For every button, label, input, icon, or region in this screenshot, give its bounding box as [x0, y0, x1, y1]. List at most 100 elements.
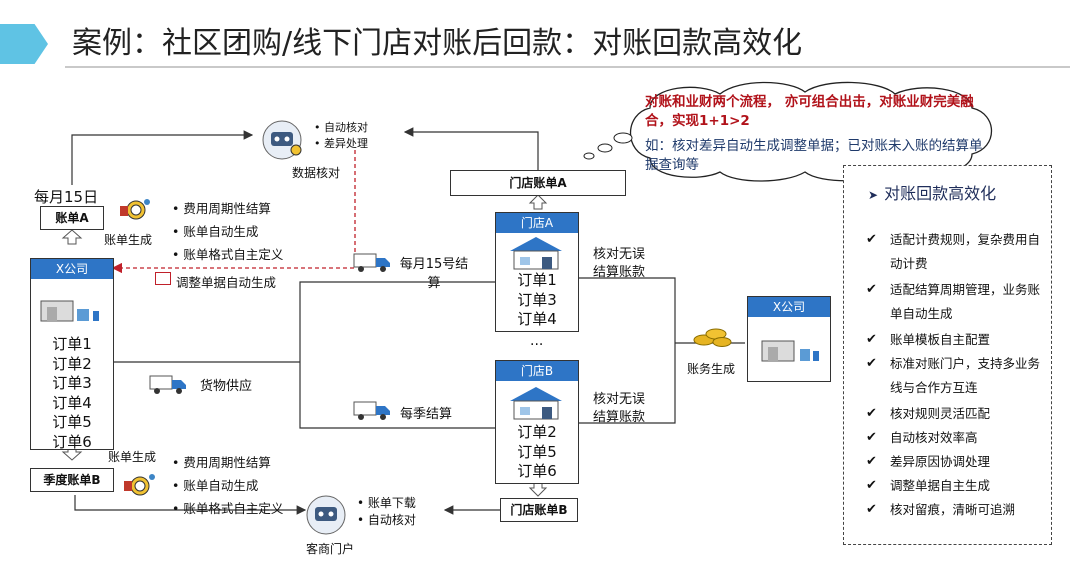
order-item: 订单2: [52, 354, 92, 373]
order-item: 订单5: [52, 413, 92, 431]
panel-item: ✔ 调整单据自主生成: [866, 474, 1046, 498]
quarter-bill-box: 季度账单B: [30, 468, 114, 492]
bill-a-box: 账单A: [40, 206, 104, 230]
store-b-orders: 订单2 订单5 订单6: [496, 423, 578, 482]
order-item: 订单3: [52, 374, 92, 392]
truck-icon: [352, 398, 392, 422]
store-b-box: 门店B 订单2 订单5 订单6: [495, 360, 579, 484]
panel-item-text: 自动核对效率高: [890, 430, 978, 445]
bulb-icon: [116, 196, 152, 226]
chevron-right-icon: ➤: [868, 188, 879, 202]
portal-list: 账单下载 自动核对: [357, 495, 416, 529]
store-icon: [496, 381, 578, 423]
check-icon: ✔: [866, 356, 877, 371]
panel-item: ✔ 自动核对效率高: [866, 426, 1046, 450]
data-check-list: 自动核对 差异处理: [314, 120, 368, 152]
store-icon: [496, 233, 578, 271]
panel-item-text: 核对规则灵活匹配: [890, 406, 991, 421]
panel-item: ✔ 核对规则灵活匹配: [866, 402, 1046, 426]
truck-icon: [352, 250, 392, 274]
company-x-right-header: X公司: [748, 297, 830, 317]
bill-gen-bottom-item: 费用周期性结算: [172, 451, 283, 474]
bill-gen-bottom-list: 费用周期性结算 账单自动生成 账单格式自主定义: [172, 451, 283, 520]
adjust-doc-label: 调整单据自动生成: [176, 275, 277, 290]
finance-gen-label: 账务生成: [687, 362, 736, 376]
panel-item-text: 适配计费规则，复杂费用自动计费: [890, 232, 1041, 271]
panel-item-text: 差异原因协调处理: [890, 454, 991, 469]
bill-gen-top-item: 费用周期性结算: [172, 197, 283, 220]
bill-gen-top-item: 账单格式自主定义: [172, 243, 283, 266]
panel-item: ✔适配结算周期管理，业务账单自动生成: [866, 278, 1046, 326]
warehouse-icon: [748, 317, 830, 381]
store-bill-a-box: 门店账单A: [450, 170, 626, 196]
check-icon: ✔: [866, 430, 877, 445]
order-item: 订单1: [517, 271, 557, 289]
bill-gen-top-label: 账单生成: [104, 233, 153, 247]
quarter-settle-label: 每季结算: [400, 407, 453, 422]
data-check-item: 差异处理: [314, 136, 368, 152]
order-item: 订单2: [517, 423, 557, 441]
panel-item-text: 适配结算周期管理，业务账单自动生成: [890, 282, 1041, 321]
check-icon: ✔: [866, 232, 877, 247]
order-item: 订单5: [517, 442, 557, 461]
panel-title: ➤ 对账回款高效化: [868, 180, 996, 204]
bill-gen-bottom-label: 账单生成: [108, 450, 157, 464]
check-icon: ✔: [866, 502, 877, 517]
company-x-header: X公司: [31, 259, 113, 279]
cloud-text-highlight: 对账和业财两个流程， 亦可组合出击，对账业财完美融合，实现1+1>2: [645, 94, 974, 129]
bill-gen-top-list: 费用周期性结算 账单自动生成 账单格式自主定义: [172, 197, 283, 266]
portal-item: 账单下载: [357, 495, 416, 512]
bill-gen-top-item: 账单自动生成: [172, 220, 283, 243]
order-item: 订单4: [517, 310, 557, 328]
check-ok-a-label: 核对无误结算账款: [593, 247, 646, 280]
cloud-tail: [583, 132, 633, 160]
check-icon: ✔: [866, 478, 877, 493]
panel-item-text: 账单模板自主配置: [890, 332, 991, 347]
doc-icon: [155, 272, 171, 285]
efficiency-panel: [843, 165, 1052, 545]
gear-robot-icon: [303, 493, 349, 537]
check-icon: ✔: [866, 454, 877, 469]
order-item: 订单3: [517, 290, 557, 309]
panel-item: ✔ 账单模板自主配置: [866, 328, 1046, 352]
company-x-right-box: X公司: [747, 296, 831, 382]
panel-list: ✔适配计费规则，复杂费用自动计费 ✔适配结算周期管理，业务账单自动生成 ✔账单模…: [866, 228, 1046, 522]
gear-robot-icon: [258, 118, 306, 162]
company-orders: 订单1 订单2 订单3 订单4 订单5 订单6: [31, 335, 113, 452]
portal-item: 自动核对: [357, 512, 416, 529]
monthly-settle-label: 每月15号结算: [399, 257, 469, 291]
portal-label: 客商门户: [306, 542, 355, 556]
company-x-box: X公司 订单1 订单2 订单3 订单4 订单5 订单6: [30, 258, 114, 452]
store-ellipsis: ...: [530, 333, 544, 349]
panel-item-text: 核对留痕，清晰可追溯: [890, 502, 1016, 517]
monthly-date-label: 每月15日: [34, 188, 99, 206]
store-b-header: 门店B: [496, 361, 578, 381]
cloud-callout: [629, 81, 993, 182]
cloud-text-example: 如：核对差异自动生成调整单据；已对账未入账的结算单据查询等: [645, 138, 983, 173]
coins-icon: [690, 318, 734, 348]
check-icon: ✔: [866, 406, 877, 421]
page-title: 案例：社区团购/线下门店对账后回款：对账回款高效化: [72, 26, 803, 61]
panel-item-text: 标准对账门户，支持多业务线与合作方互连: [890, 356, 1041, 395]
panel-item: ✔ 核对留痕，清晰可追溯: [866, 498, 1046, 522]
order-item: 订单1: [52, 335, 92, 353]
panel-item: ✔ 适配计费规则，复杂费用自动计费: [866, 228, 1046, 276]
panel-title-text: 对账回款高效化: [884, 184, 997, 203]
title-divider: [65, 66, 1070, 68]
truck-icon: [148, 372, 188, 396]
order-item: 订单6: [517, 462, 557, 480]
store-a-orders: 订单1 订单3 订单4: [496, 271, 578, 330]
check-ok-b-label: 核对无误结算账款: [593, 392, 646, 425]
bulb-icon: [118, 470, 158, 502]
order-item: 订单6: [52, 432, 92, 451]
panel-item: ✔ 标准对账门户，支持多业务线与合作方互连: [866, 352, 1046, 400]
check-icon: ✔: [866, 332, 877, 347]
bill-gen-bottom-item: 账单自动生成: [172, 474, 283, 497]
data-check-item: 自动核对: [314, 120, 368, 136]
panel-item-text: 调整单据自主生成: [890, 478, 991, 493]
panel-item: ✔ 差异原因协调处理: [866, 450, 1046, 474]
warehouse-icon: [31, 279, 113, 335]
store-a-box: 门店A 订单1 订单3 订单4: [495, 212, 579, 332]
order-item: 订单4: [52, 393, 92, 412]
bill-gen-bottom-item: 账单格式自主定义: [172, 497, 283, 520]
